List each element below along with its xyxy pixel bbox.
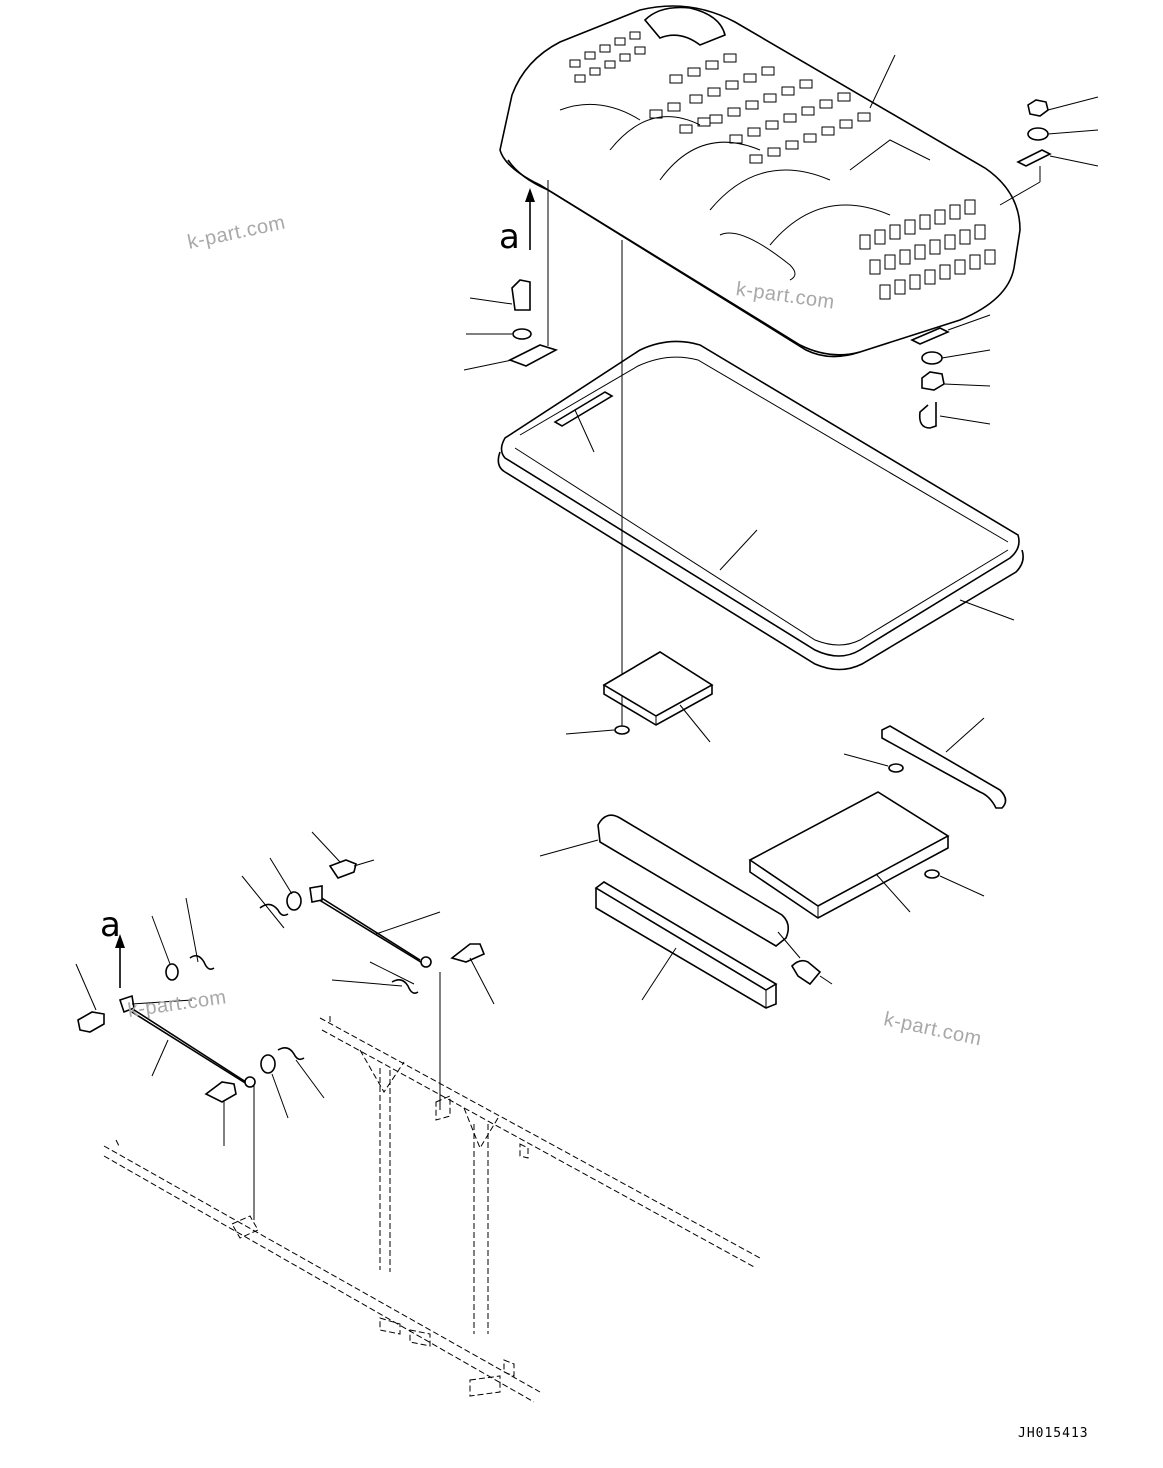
base-frame	[103, 1016, 761, 1403]
view-label-a-left: a	[100, 905, 121, 945]
hood-stays	[75, 831, 495, 1220]
sponge-pads	[539, 651, 1007, 1009]
engine-hood	[499, 5, 1021, 358]
hood-fasteners	[463, 54, 1099, 429]
drawing-code: JH015413	[1018, 1426, 1089, 1441]
hood-seal	[497, 340, 1024, 671]
view-label-a-top: a	[499, 217, 520, 257]
